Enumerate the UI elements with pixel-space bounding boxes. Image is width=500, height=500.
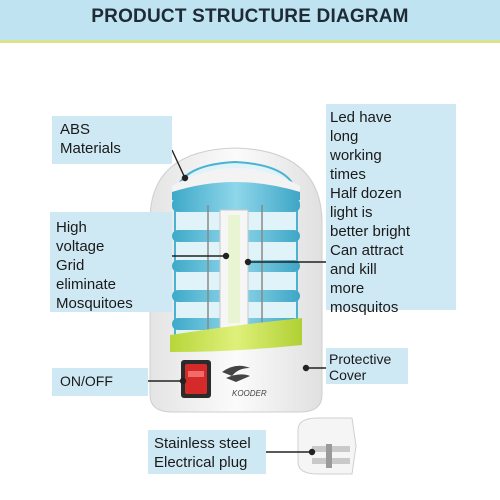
callout-line: Cover	[329, 367, 367, 383]
callout-line: Grid	[56, 257, 85, 274]
callout-line: Can attract	[330, 242, 404, 259]
callout-electrical-plug: Stainless steel Electrical plug	[148, 430, 266, 474]
callout-line: and kill	[330, 261, 377, 278]
brand-text: KOODER	[232, 389, 267, 398]
callout-line: ABS	[60, 121, 91, 138]
callout-on-off: ON/OFF	[52, 368, 148, 396]
callout-line: ON/OFF	[60, 373, 113, 389]
high-voltage-grid	[172, 160, 300, 336]
callout-line: eliminate	[56, 276, 117, 293]
callout-line: voltage	[56, 238, 105, 255]
callout-protective-cover: Protective Cover	[326, 348, 408, 384]
callout-line: more	[330, 280, 365, 297]
callout-led: Led have long working times Half dozen l…	[326, 104, 456, 316]
green-band	[170, 318, 302, 352]
callout-abs-materials: ABS Materials	[52, 116, 172, 164]
page-title: PRODUCT STRUCTURE DIAGRAM	[91, 6, 409, 27]
callout-line: Stainless steel	[154, 435, 251, 452]
callout-line: Mosquitoes	[56, 295, 133, 312]
on-off-switch	[181, 360, 211, 398]
title-bar	[0, 0, 500, 40]
callout-line: Electrical plug	[154, 454, 248, 471]
callout-high-voltage-grid: High voltage Grid eliminate Mosquitoes	[50, 212, 172, 312]
title-underline	[0, 40, 500, 43]
callout-line: Half dozen	[330, 185, 402, 202]
callout-line: long	[330, 128, 359, 145]
callout-line: better bright	[330, 223, 411, 240]
electrical-plug	[297, 417, 357, 475]
callout-line: Protective	[329, 351, 392, 367]
callout-line: Led have	[330, 109, 392, 126]
kooder-logo	[222, 365, 250, 382]
callout-line: High	[56, 219, 87, 236]
callout-line: working	[330, 147, 382, 164]
callout-line: light is	[330, 204, 373, 221]
callout-line: mosquitos	[330, 299, 399, 316]
callout-line: times	[330, 166, 366, 183]
callout-line: Materials	[60, 140, 121, 157]
